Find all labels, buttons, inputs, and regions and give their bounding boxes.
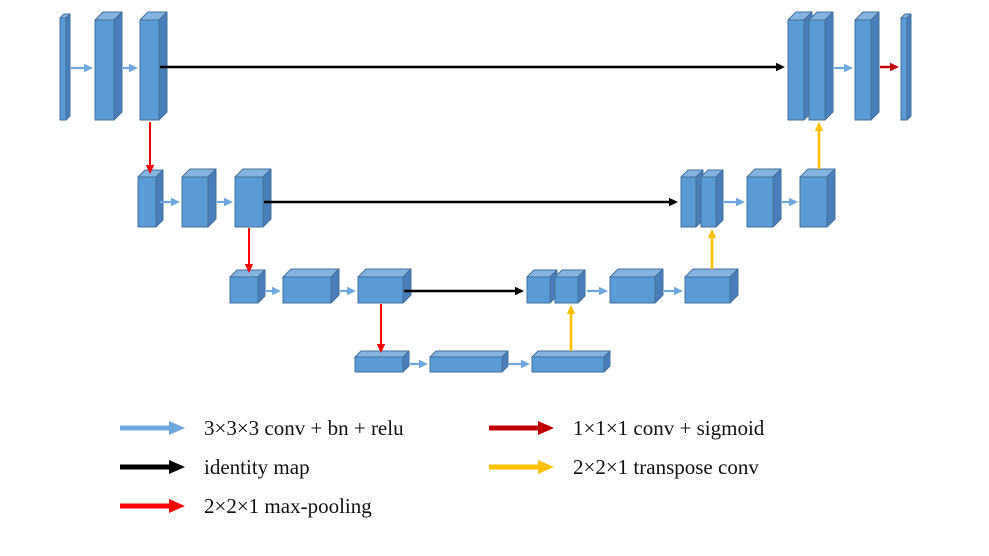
input-slab bbox=[59, 13, 71, 121]
dec3-up-block bbox=[554, 269, 586, 304]
enc1-conv1-block bbox=[94, 11, 123, 121]
legend-left: 3×3×3 conv + bn + relu identity map 2×2×1 … bbox=[118, 414, 404, 531]
dec2-up-block bbox=[700, 169, 724, 228]
enc3-in-block bbox=[229, 269, 266, 304]
arrow-identity bbox=[404, 286, 524, 296]
arrow-transpose bbox=[566, 305, 576, 351]
enc3-conv1-block bbox=[282, 268, 340, 304]
arrow-transpose bbox=[707, 229, 717, 269]
output-slab bbox=[900, 13, 912, 121]
maxpool-arrow-icon bbox=[120, 499, 185, 513]
dec2-conv1-block bbox=[746, 168, 782, 228]
enc3-conv2-block bbox=[357, 268, 412, 304]
dec2-conv2-block bbox=[799, 168, 836, 228]
arrow-conv bbox=[664, 286, 683, 296]
arrow-conv bbox=[587, 286, 608, 296]
identity-arrow-icon bbox=[120, 460, 185, 474]
enc2-conv2-block bbox=[234, 168, 272, 228]
dec3-conv2-block bbox=[684, 268, 739, 304]
arrow-conv bbox=[217, 197, 233, 207]
enc2-conv1-block bbox=[181, 168, 217, 228]
bottleneck-conv1-block bbox=[429, 350, 509, 373]
bottleneck-conv2-block bbox=[531, 350, 611, 373]
arrow-maxpool bbox=[376, 304, 386, 353]
dec1-conv-block bbox=[854, 11, 880, 121]
arrow-maxpool bbox=[244, 228, 254, 273]
legend-item-maxpool: 2×2×1 max-pooling bbox=[118, 492, 404, 520]
arrow-conv bbox=[834, 63, 853, 73]
arrow-identity bbox=[264, 197, 678, 207]
dec2-skip-block bbox=[680, 169, 704, 228]
arrow-identity bbox=[160, 62, 785, 72]
arrow-maxpool bbox=[145, 122, 155, 174]
arrow-conv bbox=[266, 286, 281, 296]
arrow-conv bbox=[782, 197, 798, 207]
legend-label: 2×2×1 max-pooling bbox=[204, 494, 372, 518]
legend-label: 1×1×1 conv + sigmoid bbox=[573, 416, 765, 440]
arrow-conv bbox=[340, 286, 356, 296]
legend-item-sigmoid: 1×1×1 conv + sigmoid bbox=[487, 414, 764, 442]
legend-label: 2×2×1 transpose conv bbox=[573, 455, 759, 479]
legend-item-conv: 3×3×3 conv + bn + relu bbox=[118, 414, 404, 442]
arrow-conv bbox=[509, 359, 530, 369]
bottleneck-in-block bbox=[354, 350, 410, 373]
legend-item-identity: identity map bbox=[118, 453, 404, 481]
arrow-transpose bbox=[814, 122, 824, 169]
legend-label: identity map bbox=[204, 455, 310, 479]
dec1-up-block bbox=[808, 11, 834, 121]
enc2-in-block bbox=[137, 169, 164, 228]
sigmoid-arrow-icon bbox=[489, 421, 554, 435]
arrow-conv bbox=[123, 63, 138, 73]
dec3-skip-block bbox=[526, 269, 558, 304]
legend-item-transpose: 2×2×1 transpose conv bbox=[487, 453, 764, 481]
legend-label: 3×3×3 conv + bn + relu bbox=[204, 416, 404, 440]
arrow-sigmoid bbox=[880, 62, 899, 72]
conv-arrow-icon bbox=[120, 421, 185, 435]
arrow-conv bbox=[160, 197, 180, 207]
legend-right: 1×1×1 conv + sigmoid 2×2×1 transpose conv bbox=[487, 414, 764, 492]
arrow-conv bbox=[410, 359, 428, 369]
arrow-conv bbox=[724, 197, 745, 207]
dec1-skip-block bbox=[787, 11, 813, 121]
dec3-conv1-block bbox=[609, 268, 664, 304]
arrow-conv bbox=[71, 63, 93, 73]
transpose-arrow-icon bbox=[489, 460, 554, 474]
